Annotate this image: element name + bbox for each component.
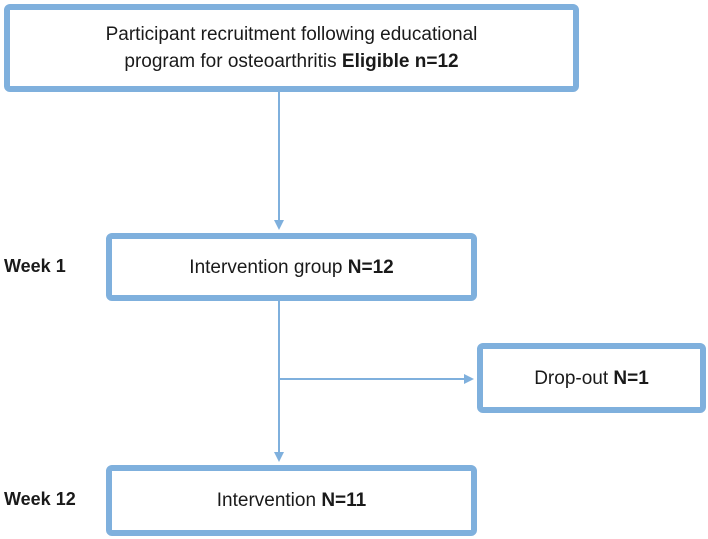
intervention-group-count: N=12	[347, 256, 394, 278]
intervention-group-box: Intervention group N=12	[106, 233, 477, 301]
recruitment-line2: program for osteoarthritis	[124, 51, 337, 72]
eligible-count: Eligible n=12	[341, 51, 459, 72]
intervention-final-box: Intervention N=11	[106, 465, 477, 536]
intervention-group-label: Intervention group	[189, 256, 343, 278]
dropout-label: Drop-out	[534, 367, 609, 389]
recruitment-line1: Participant recruitment following educat…	[105, 24, 478, 45]
week1-label: Week 1	[4, 256, 66, 276]
recruitment-box: Participant recruitment following educat…	[4, 4, 579, 92]
dropout-box: Drop-out N=1	[477, 343, 706, 413]
intervention-final-label: Intervention	[216, 490, 317, 511]
dropout-count: N=1	[613, 367, 649, 389]
week12-label: Week 12	[4, 489, 76, 509]
intervention-final-count: N=11	[321, 490, 367, 511]
